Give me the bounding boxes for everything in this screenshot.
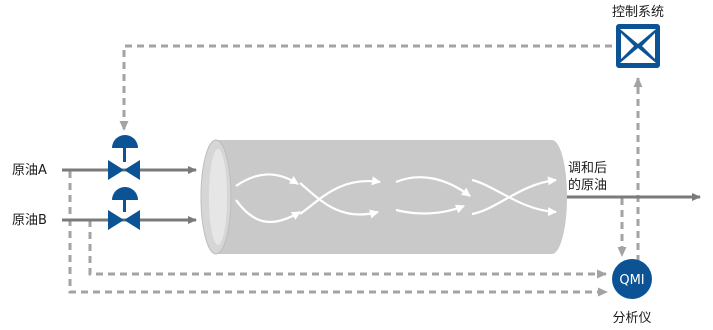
blender-body — [216, 140, 567, 254]
input-a-label: 原油A — [12, 163, 47, 178]
valve-b-actuator — [112, 187, 138, 200]
output-label-line2: 的原油 — [568, 177, 607, 193]
control-system-icon[interactable] — [616, 24, 660, 68]
control-system-label: 控制系统 — [612, 5, 664, 20]
output-label-line1: 调和后 — [568, 161, 607, 176]
sample-line-a — [68, 171, 608, 297]
valve-a-body — [108, 160, 140, 180]
analyzer-badge: QMI — [619, 273, 644, 288]
input-b-label: 原油B — [12, 213, 47, 228]
valve-b-body — [108, 210, 140, 230]
valve-b-stem — [123, 200, 126, 212]
control-to-valve-line — [119, 44, 612, 131]
flow-arrows — [235, 173, 557, 223]
analyzer-icon[interactable]: QMI — [612, 259, 652, 299]
analyzer-circle — [612, 259, 652, 299]
control-signal-lines — [68, 44, 643, 297]
control-system-glyph — [620, 29, 656, 63]
sample-line-b — [88, 220, 607, 279]
control-system-box — [616, 24, 660, 68]
blender-inlet-inner — [209, 149, 227, 245]
valve-a-stem — [123, 148, 126, 162]
analyzer-label: 分析仪 — [612, 311, 651, 326]
control-system-glyph-side — [621, 33, 655, 59]
blender — [200, 139, 567, 255]
valve-a-actuator — [112, 135, 138, 148]
valve-b[interactable] — [108, 187, 140, 230]
valve-a[interactable]: control-valve-icon — [108, 135, 140, 180]
